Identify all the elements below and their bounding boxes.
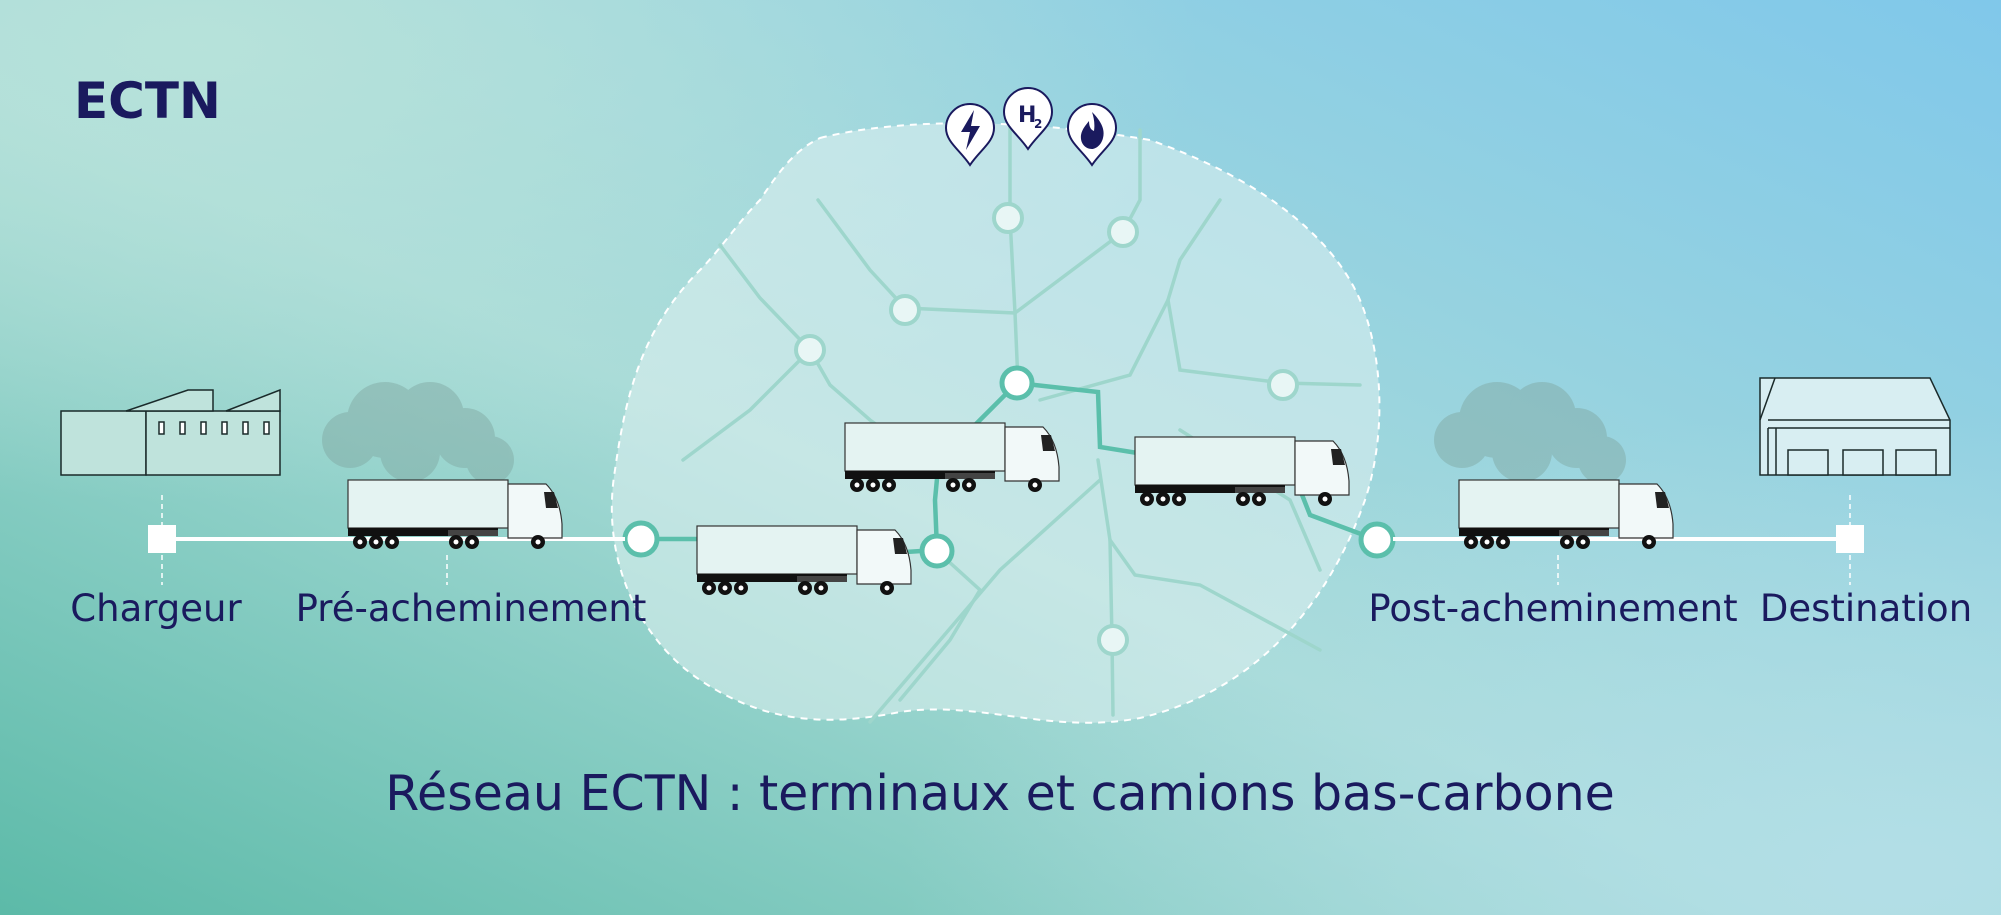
logo: ECTN	[74, 72, 221, 130]
network-hubs	[794, 202, 1299, 656]
caption: Réseau ECTN : terminaux et camions bas-c…	[385, 765, 1615, 822]
gas-flame-icon	[1066, 103, 1118, 167]
svg-text:H: H	[1018, 103, 1036, 128]
label-pre-carriage: Pré-acheminement	[296, 587, 647, 630]
label-shipper: Chargeur	[70, 587, 242, 630]
hydrogen-icon: H 2	[1002, 87, 1054, 151]
network-roads	[681, 123, 1362, 724]
svg-text:2: 2	[1034, 117, 1042, 131]
electric-icon	[944, 103, 996, 167]
destination-node	[1836, 525, 1864, 553]
factory-icon	[60, 388, 281, 476]
warehouse-icon	[1759, 377, 1951, 476]
shipper-node	[148, 525, 176, 553]
label-destination: Destination	[1760, 587, 1972, 630]
label-post-carriage: Post-acheminement	[1368, 587, 1737, 630]
